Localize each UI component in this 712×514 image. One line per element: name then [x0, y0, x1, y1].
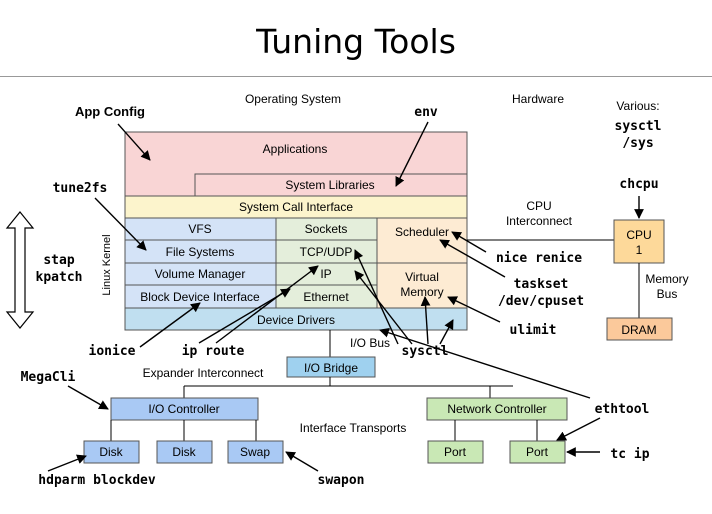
io-bridge-box: [286, 356, 376, 378]
dram-box: [606, 317, 673, 341]
tool-hdparm-blockdev: hdparm blockdev: [38, 473, 156, 488]
arrow-sysctl-ip: [354, 270, 413, 345]
tool-nice-renice: nice renice: [496, 251, 582, 266]
swap-label: Swap: [240, 445, 270, 459]
cpu-interconnect-label-line1: CPU: [526, 199, 551, 213]
arrow-sysctl-tcp: [354, 249, 399, 345]
tool-ionice: ionice: [89, 344, 136, 359]
arrow-hdparm: [47, 454, 87, 472]
port-box-2: [509, 440, 566, 464]
region-label-hardware: Hardware: [512, 92, 564, 106]
arrow-sysctl-vm: [420, 296, 431, 345]
tool-ethtool: ethtool: [595, 402, 650, 417]
virtual-memory-label-line1: Virtual: [405, 270, 439, 284]
tool-ulimit: ulimit: [510, 323, 557, 338]
block-device-interface-label: Block Device Interface: [140, 290, 260, 304]
applications-label: Applications: [263, 142, 328, 156]
port-label-1: Port: [444, 445, 467, 459]
ip-label: IP: [320, 267, 331, 281]
swap-box: [227, 440, 284, 464]
interface-transports-label: Interface Transports: [300, 421, 407, 435]
stap-kpatch-double-arrow: [5, 211, 35, 329]
cpu-interconnect-label-line2: Interconnect: [506, 214, 573, 228]
tool-sys: /sys: [622, 136, 653, 151]
system-libraries-label: System Libraries: [285, 178, 374, 192]
tool-megacli: MegaCli: [21, 370, 76, 385]
tool-sysctl: sysctl: [402, 344, 449, 359]
arrow-megacli: [67, 385, 109, 410]
arrow-ulimit: [447, 296, 501, 323]
tool-ip-route: ip route: [182, 344, 245, 359]
memory-bus-label-line1: Memory: [645, 272, 688, 286]
dram-label: DRAM: [621, 323, 656, 337]
system-call-interface-label: System Call Interface: [239, 200, 353, 214]
file-systems-label: File Systems: [166, 245, 235, 259]
disk-label-2: Disk: [172, 445, 196, 459]
tool-chcpu: chcpu: [619, 177, 658, 192]
arrow-sysctl-drivers: [439, 319, 454, 345]
io-bridge-label: I/O Bridge: [304, 361, 358, 375]
arrow-swapon: [285, 451, 319, 472]
page-title: Tuning Tools: [256, 22, 456, 61]
tool-env: env: [414, 105, 438, 120]
device-drivers-layer: [124, 307, 468, 331]
volume-manager-label: Volume Manager: [155, 267, 246, 281]
tool-swapon: swapon: [318, 473, 365, 488]
ethernet-label: Ethernet: [303, 290, 349, 304]
disk-box-1: [83, 440, 140, 464]
tool-cpuset: /dev/cpuset: [498, 294, 584, 309]
network-controller-label: Network Controller: [447, 402, 546, 416]
arrow-app-config: [117, 123, 151, 161]
tool-kpatch: kpatch: [36, 270, 83, 285]
io-controller-label: I/O Controller: [148, 402, 219, 416]
tool-tc-ip: tc ip: [610, 447, 649, 462]
port-label-2: Port: [526, 445, 549, 459]
memory-bus-label-line2: Bus: [657, 287, 678, 301]
sockets-label: Sockets: [305, 222, 348, 236]
arrow-taskset: [439, 239, 506, 278]
region-label-os: Operating System: [245, 92, 341, 106]
arrow-ip-route-ethernet: [215, 265, 319, 344]
device-drivers-label: Device Drivers: [257, 313, 335, 327]
port-box-1: [427, 440, 484, 464]
cpu-label-line1: CPU: [626, 228, 651, 242]
virtual-memory-label-line2: Memory: [400, 285, 443, 299]
arrow-env: [395, 121, 429, 187]
tool-tune2fs: tune2fs: [53, 181, 108, 196]
tool-sysctl-top: sysctl: [615, 119, 662, 134]
tcp-udp-label: TCP/UDP: [300, 245, 353, 259]
expander-interconnect-label: Expander Interconnect: [143, 366, 264, 380]
arrow-ionice: [139, 302, 201, 348]
title-divider: [0, 76, 712, 77]
disk-box-2: [156, 440, 213, 464]
tool-taskset: taskset: [514, 277, 569, 292]
vfs-label: VFS: [188, 222, 211, 236]
arrow-nice-renice: [451, 231, 487, 253]
arrow-tune2fs: [94, 197, 147, 251]
network-controller-box: [426, 397, 568, 421]
arrow-ethtool-drivers: [379, 328, 591, 399]
cpu-label-line2: 1: [636, 243, 643, 257]
tool-various-label: Various:: [616, 99, 659, 113]
arrow-ethtool-port: [556, 417, 601, 441]
tool-stap: stap: [43, 253, 74, 268]
tool-app-config: App Config: [75, 104, 145, 119]
region-label-linux-kernel: Linux Kernel: [101, 234, 113, 295]
io-bus-label: I/O Bus: [350, 336, 390, 350]
disk-label-1: Disk: [99, 445, 123, 459]
scheduler-label: Scheduler: [395, 225, 449, 239]
cpu-box: [613, 219, 665, 264]
